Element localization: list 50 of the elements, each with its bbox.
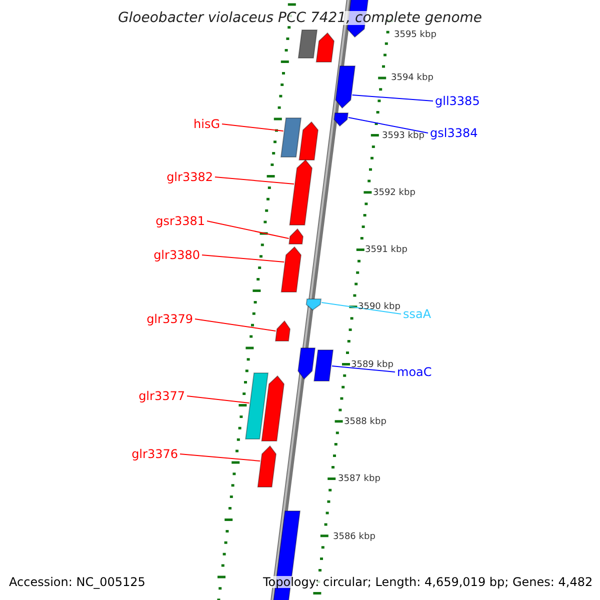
gene-symbol [257, 445, 277, 488]
leader-line [222, 124, 284, 132]
leader-line [186, 396, 250, 404]
gene-label: gsl3384 [430, 127, 478, 139]
leader-line [214, 176, 294, 184]
gene-symbol [298, 348, 316, 380]
gene-symbol [316, 32, 335, 62]
gene-symbol [261, 375, 285, 442]
leader-line [332, 366, 396, 372]
gene-symbol [334, 112, 349, 127]
gene-block [245, 372, 269, 440]
accession-text: Accession: NC_005125 [9, 576, 146, 588]
gene-label: ssaA [403, 308, 432, 320]
scale-label: 3586 kbp [333, 532, 376, 542]
scale-label: 3589 kbp [351, 360, 394, 370]
leader-line [352, 94, 434, 102]
scale-label: 3595 kbp [394, 30, 436, 40]
gene-symbol [288, 228, 304, 244]
scale-label: 3588 kbp [344, 418, 386, 426]
gene-label: glr3379 [146, 313, 193, 325]
gene-block [280, 118, 302, 158]
leader-line [206, 220, 290, 239]
leader-line [194, 318, 276, 332]
scale-label: 3594 kbp [391, 74, 434, 82]
gene-symbol [298, 121, 319, 160]
scale-label: 3591 kbp [365, 246, 408, 254]
scale-label: 3593 kbp [382, 132, 424, 140]
scale-label: 3587 kbp [338, 474, 380, 484]
leader-line [348, 117, 428, 134]
leader-line [180, 454, 261, 462]
gene-label: moaC [397, 366, 432, 378]
gene-label: glr3380 [154, 249, 200, 261]
gene-label: hisG [194, 118, 220, 130]
gene-label: gll3385 [435, 95, 480, 107]
scale-label: 3590 kbp [358, 302, 400, 312]
scale-label: 3592 kbp [373, 188, 416, 198]
gene-label: gsr3381 [156, 215, 205, 227]
genome-summary: Topology: circular; Length: 4,659,019 bp; Genes: 4,482 [263, 576, 593, 588]
gene-label: glr3382 [166, 171, 213, 183]
title: Gloeobacter violaceus PCC 7421, complete genome [118, 11, 482, 25]
gene-symbol [289, 159, 313, 226]
gene-block [298, 30, 318, 58]
gene-symbol [306, 298, 322, 311]
gene-label: glr3377 [138, 390, 185, 402]
gene-block [314, 350, 334, 382]
leader-line [202, 254, 285, 262]
gene-symbol [335, 66, 356, 109]
leader-line [321, 302, 402, 314]
gene-symbol [274, 320, 291, 342]
gene-label: glr3376 [132, 448, 178, 460]
